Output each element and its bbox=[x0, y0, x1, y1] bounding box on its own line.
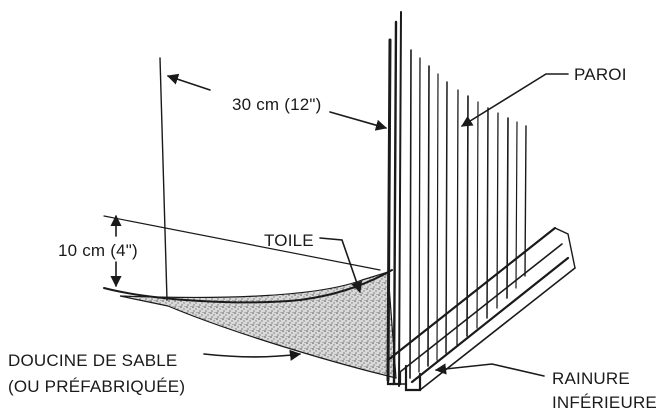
sand-cove bbox=[119, 271, 397, 379]
doucine-callout: DOUCINE DE SABLE (OU PRÉFABRIQUÉE) bbox=[8, 349, 302, 396]
rainure-label-line1: RAINURE bbox=[552, 369, 630, 388]
reference-vertical-line bbox=[159, 57, 168, 301]
doucine-label-line1: DOUCINE DE SABLE bbox=[8, 351, 177, 370]
distance-dimension: 30 cm (12") bbox=[166, 73, 388, 131]
doucine-label-line2: (OU PRÉFABRIQUÉE) bbox=[8, 377, 185, 396]
wall-panel-lines bbox=[409, 49, 527, 379]
rainure-callout: RAINURE INFÉRIEURE bbox=[434, 363, 657, 412]
bottom-track bbox=[386, 226, 576, 392]
rainure-label-line2: INFÉRIEURE bbox=[552, 393, 657, 412]
height-label: 10 cm (4") bbox=[58, 241, 138, 260]
paroi-label: PAROI bbox=[574, 65, 627, 84]
height-dimension: 10 cm (4") bbox=[58, 214, 381, 288]
toile-label: TOILE bbox=[264, 231, 314, 250]
wall-front-post bbox=[386, 11, 402, 387]
paroi-callout: PAROI bbox=[461, 65, 627, 127]
distance-label: 30 cm (12") bbox=[232, 95, 321, 114]
toile-callout: TOILE bbox=[264, 231, 362, 294]
